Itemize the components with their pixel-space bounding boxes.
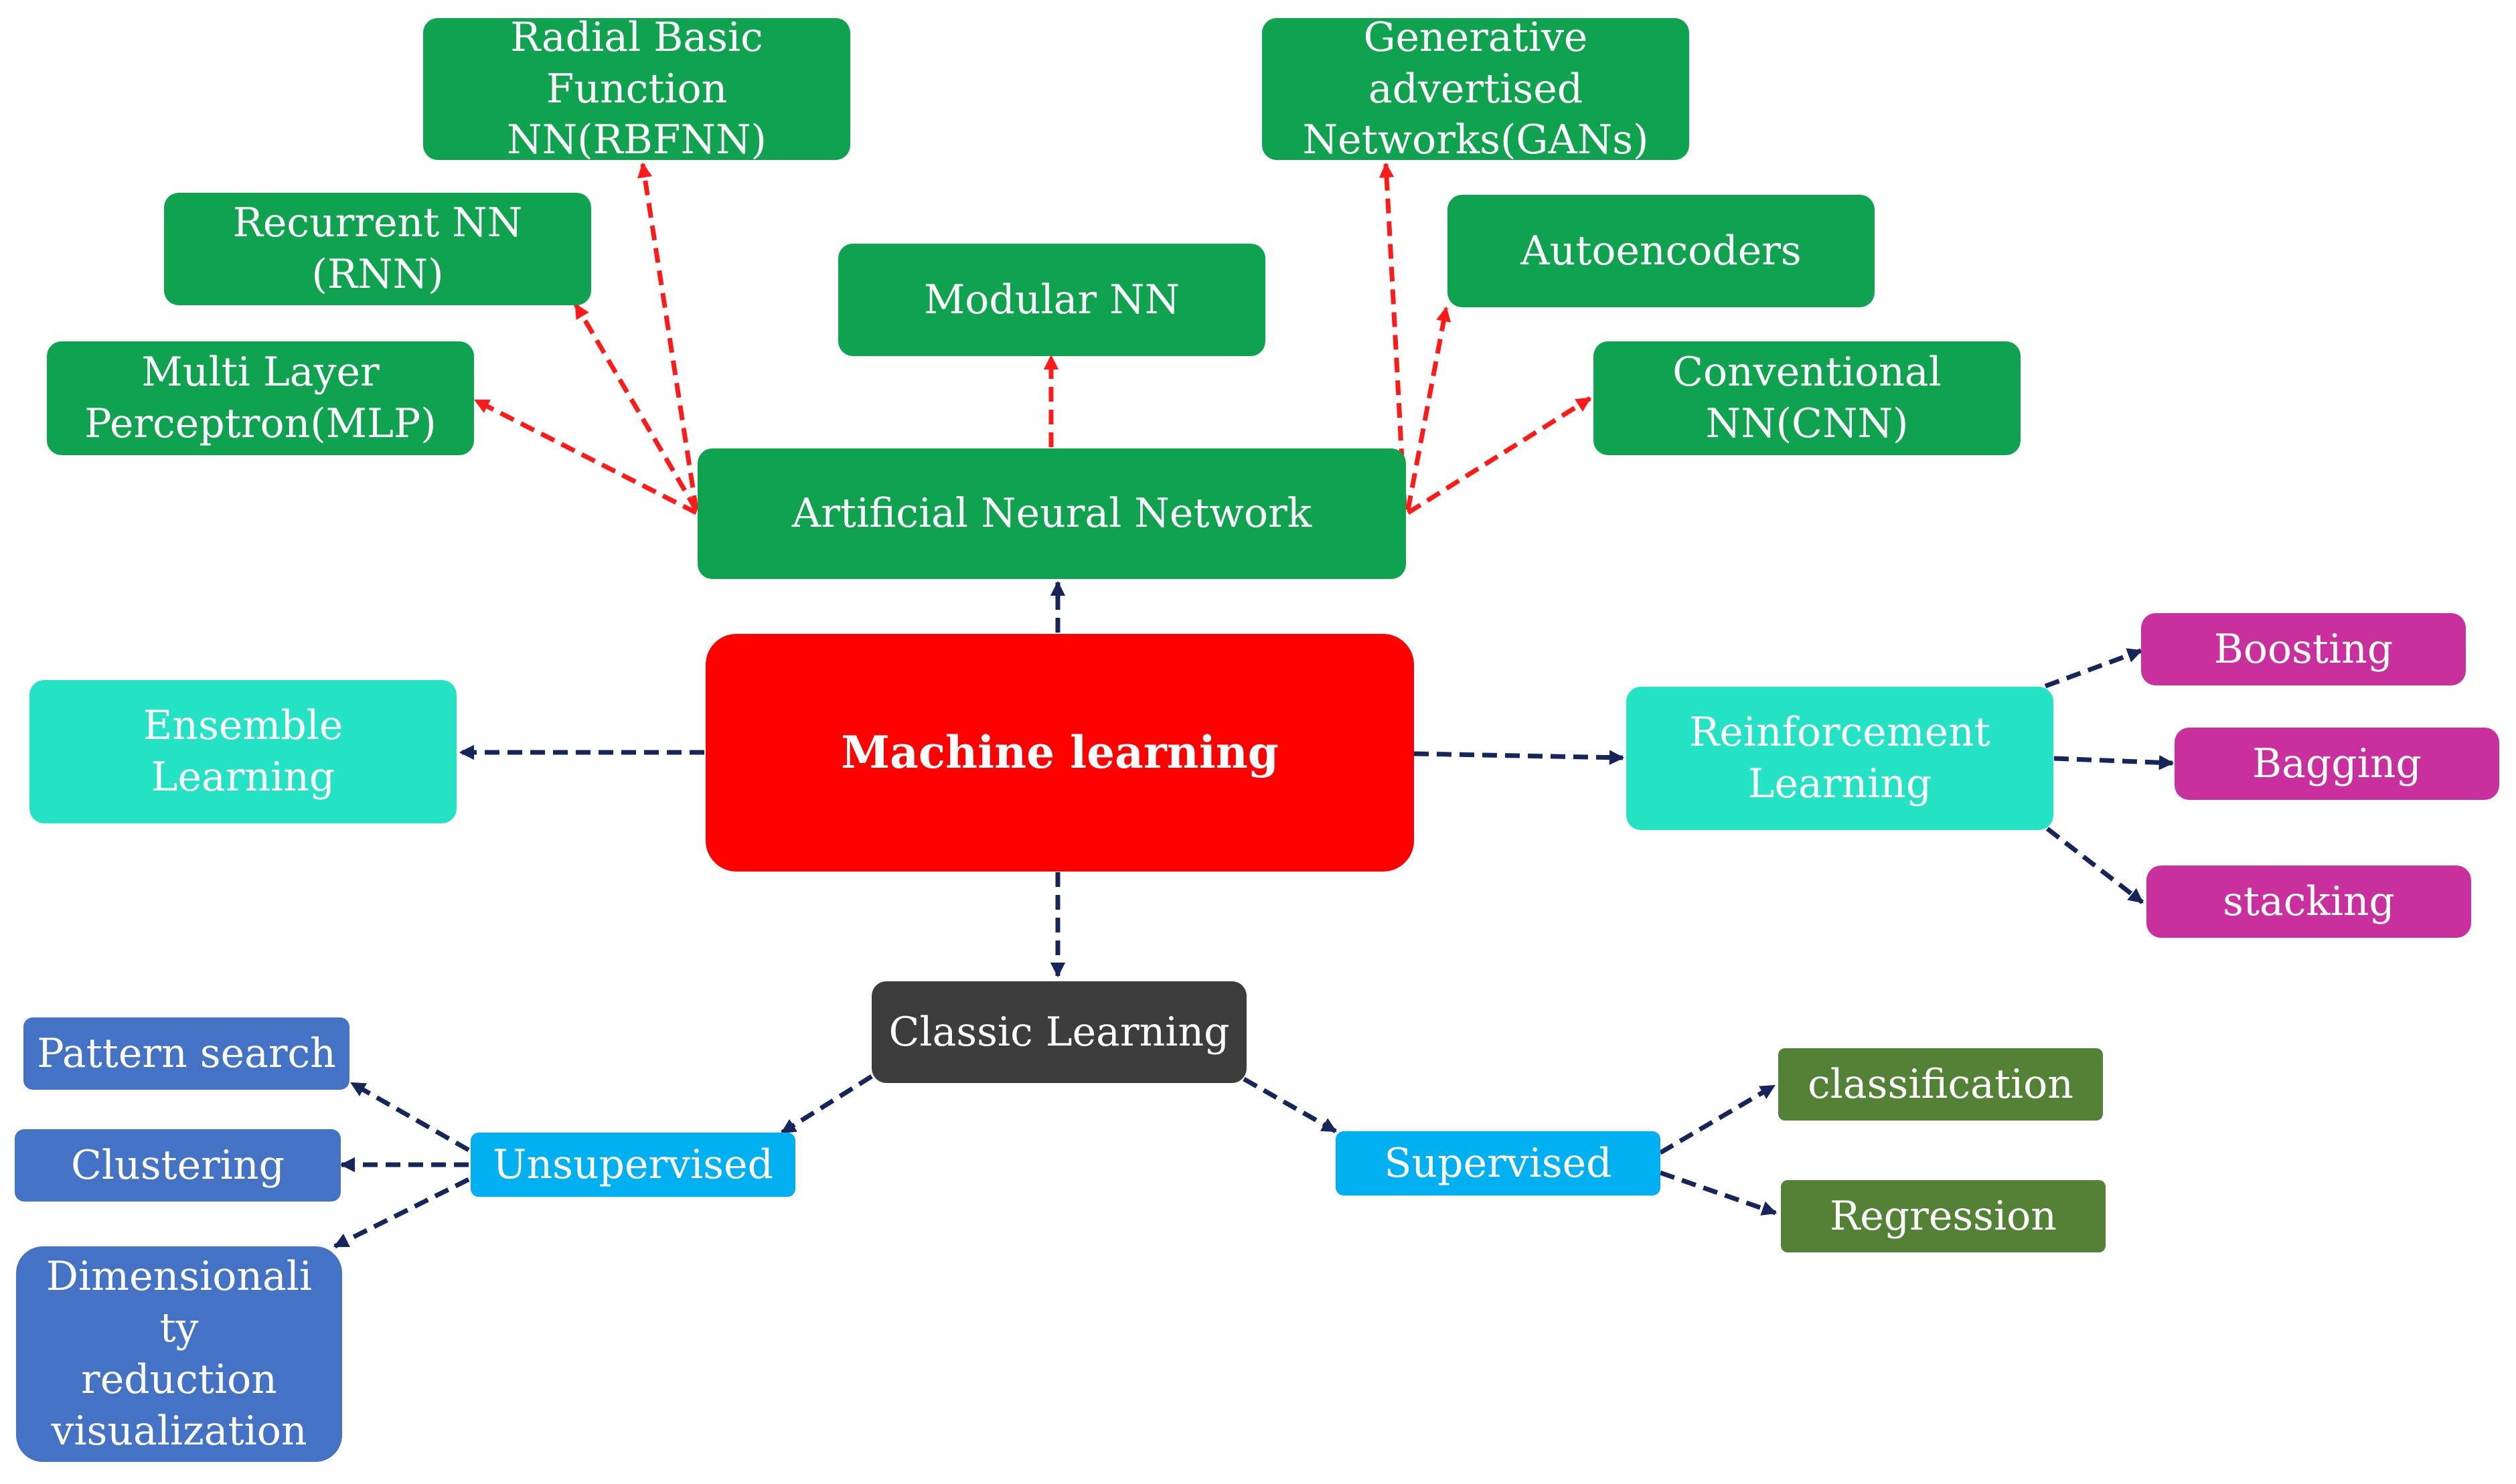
- node-bagging: Bagging: [2175, 728, 2499, 800]
- arrow-classic-to-unsupervised: [781, 1074, 873, 1135]
- arrow-classic-to-supervised: [1243, 1076, 1337, 1134]
- arrow-unsupervised-to-pattern-search: [350, 1080, 470, 1153]
- node-clustering: Clustering: [15, 1129, 341, 1202]
- arrow-ann-to-gans: [1379, 162, 1407, 509]
- node-dimensionality-reduction: Dimensionali ty reduction visualization: [16, 1246, 342, 1462]
- node-classic-learning: Classic Learning: [872, 981, 1247, 1083]
- arrow-reinforcement-to-boosting: [2044, 648, 2143, 689]
- node-machine-learning: Machine learning: [706, 634, 1414, 872]
- arrow-ann-to-mlp: [474, 398, 698, 515]
- arrow-ann-to-autoencoders: [1405, 306, 1451, 511]
- node-unsupervised: Unsupervised: [471, 1133, 795, 1197]
- node-gans: Generative advertised Networks(GANs): [1262, 14, 1689, 163]
- arrow-supervised-to-classification: [1659, 1083, 1776, 1155]
- node-stacking: stacking: [2146, 865, 2471, 938]
- arrow-ann-to-cnn: [1407, 396, 1591, 515]
- arrow-ml-to-reinforcement: [1413, 750, 1625, 765]
- arrow-ann-to-rbfnn: [637, 162, 699, 511]
- node-ensemble-learning: Ensemble Learning: [29, 680, 457, 823]
- node-mlp: Multi Layer Perceptron(MLP): [47, 341, 474, 455]
- arrow-reinforcement-to-stacking: [2045, 827, 2144, 904]
- node-pattern-search: Pattern search: [23, 1017, 349, 1090]
- node-supervised: Supervised: [1336, 1131, 1660, 1196]
- node-autoencoders: Autoencoders: [1447, 195, 1875, 307]
- node-rnn: Recurrent NN (RNN): [164, 193, 591, 305]
- node-rbfnn: Radial Basic Function NN(RBFNN): [423, 14, 850, 163]
- arrow-supervised-to-regression: [1659, 1170, 1778, 1216]
- node-classification: classification: [1778, 1048, 2103, 1121]
- node-regression: Regression: [1781, 1180, 2106, 1252]
- node-boosting: Boosting: [2141, 613, 2466, 685]
- node-modular-nn: Modular NN: [838, 244, 1265, 356]
- node-cnn: Conventional NN(CNN): [1593, 341, 2021, 455]
- arrow-unsupervised-to-dimensionality: [333, 1177, 470, 1249]
- arrow-ann-to-rnn: [573, 303, 699, 511]
- arrow-reinforcement-to-bagging: [2053, 755, 2175, 770]
- node-artificial-neural-network: Artificial Neural Network: [698, 448, 1406, 579]
- node-reinforcement-learning: Reinforcement Learning: [1626, 687, 2053, 830]
